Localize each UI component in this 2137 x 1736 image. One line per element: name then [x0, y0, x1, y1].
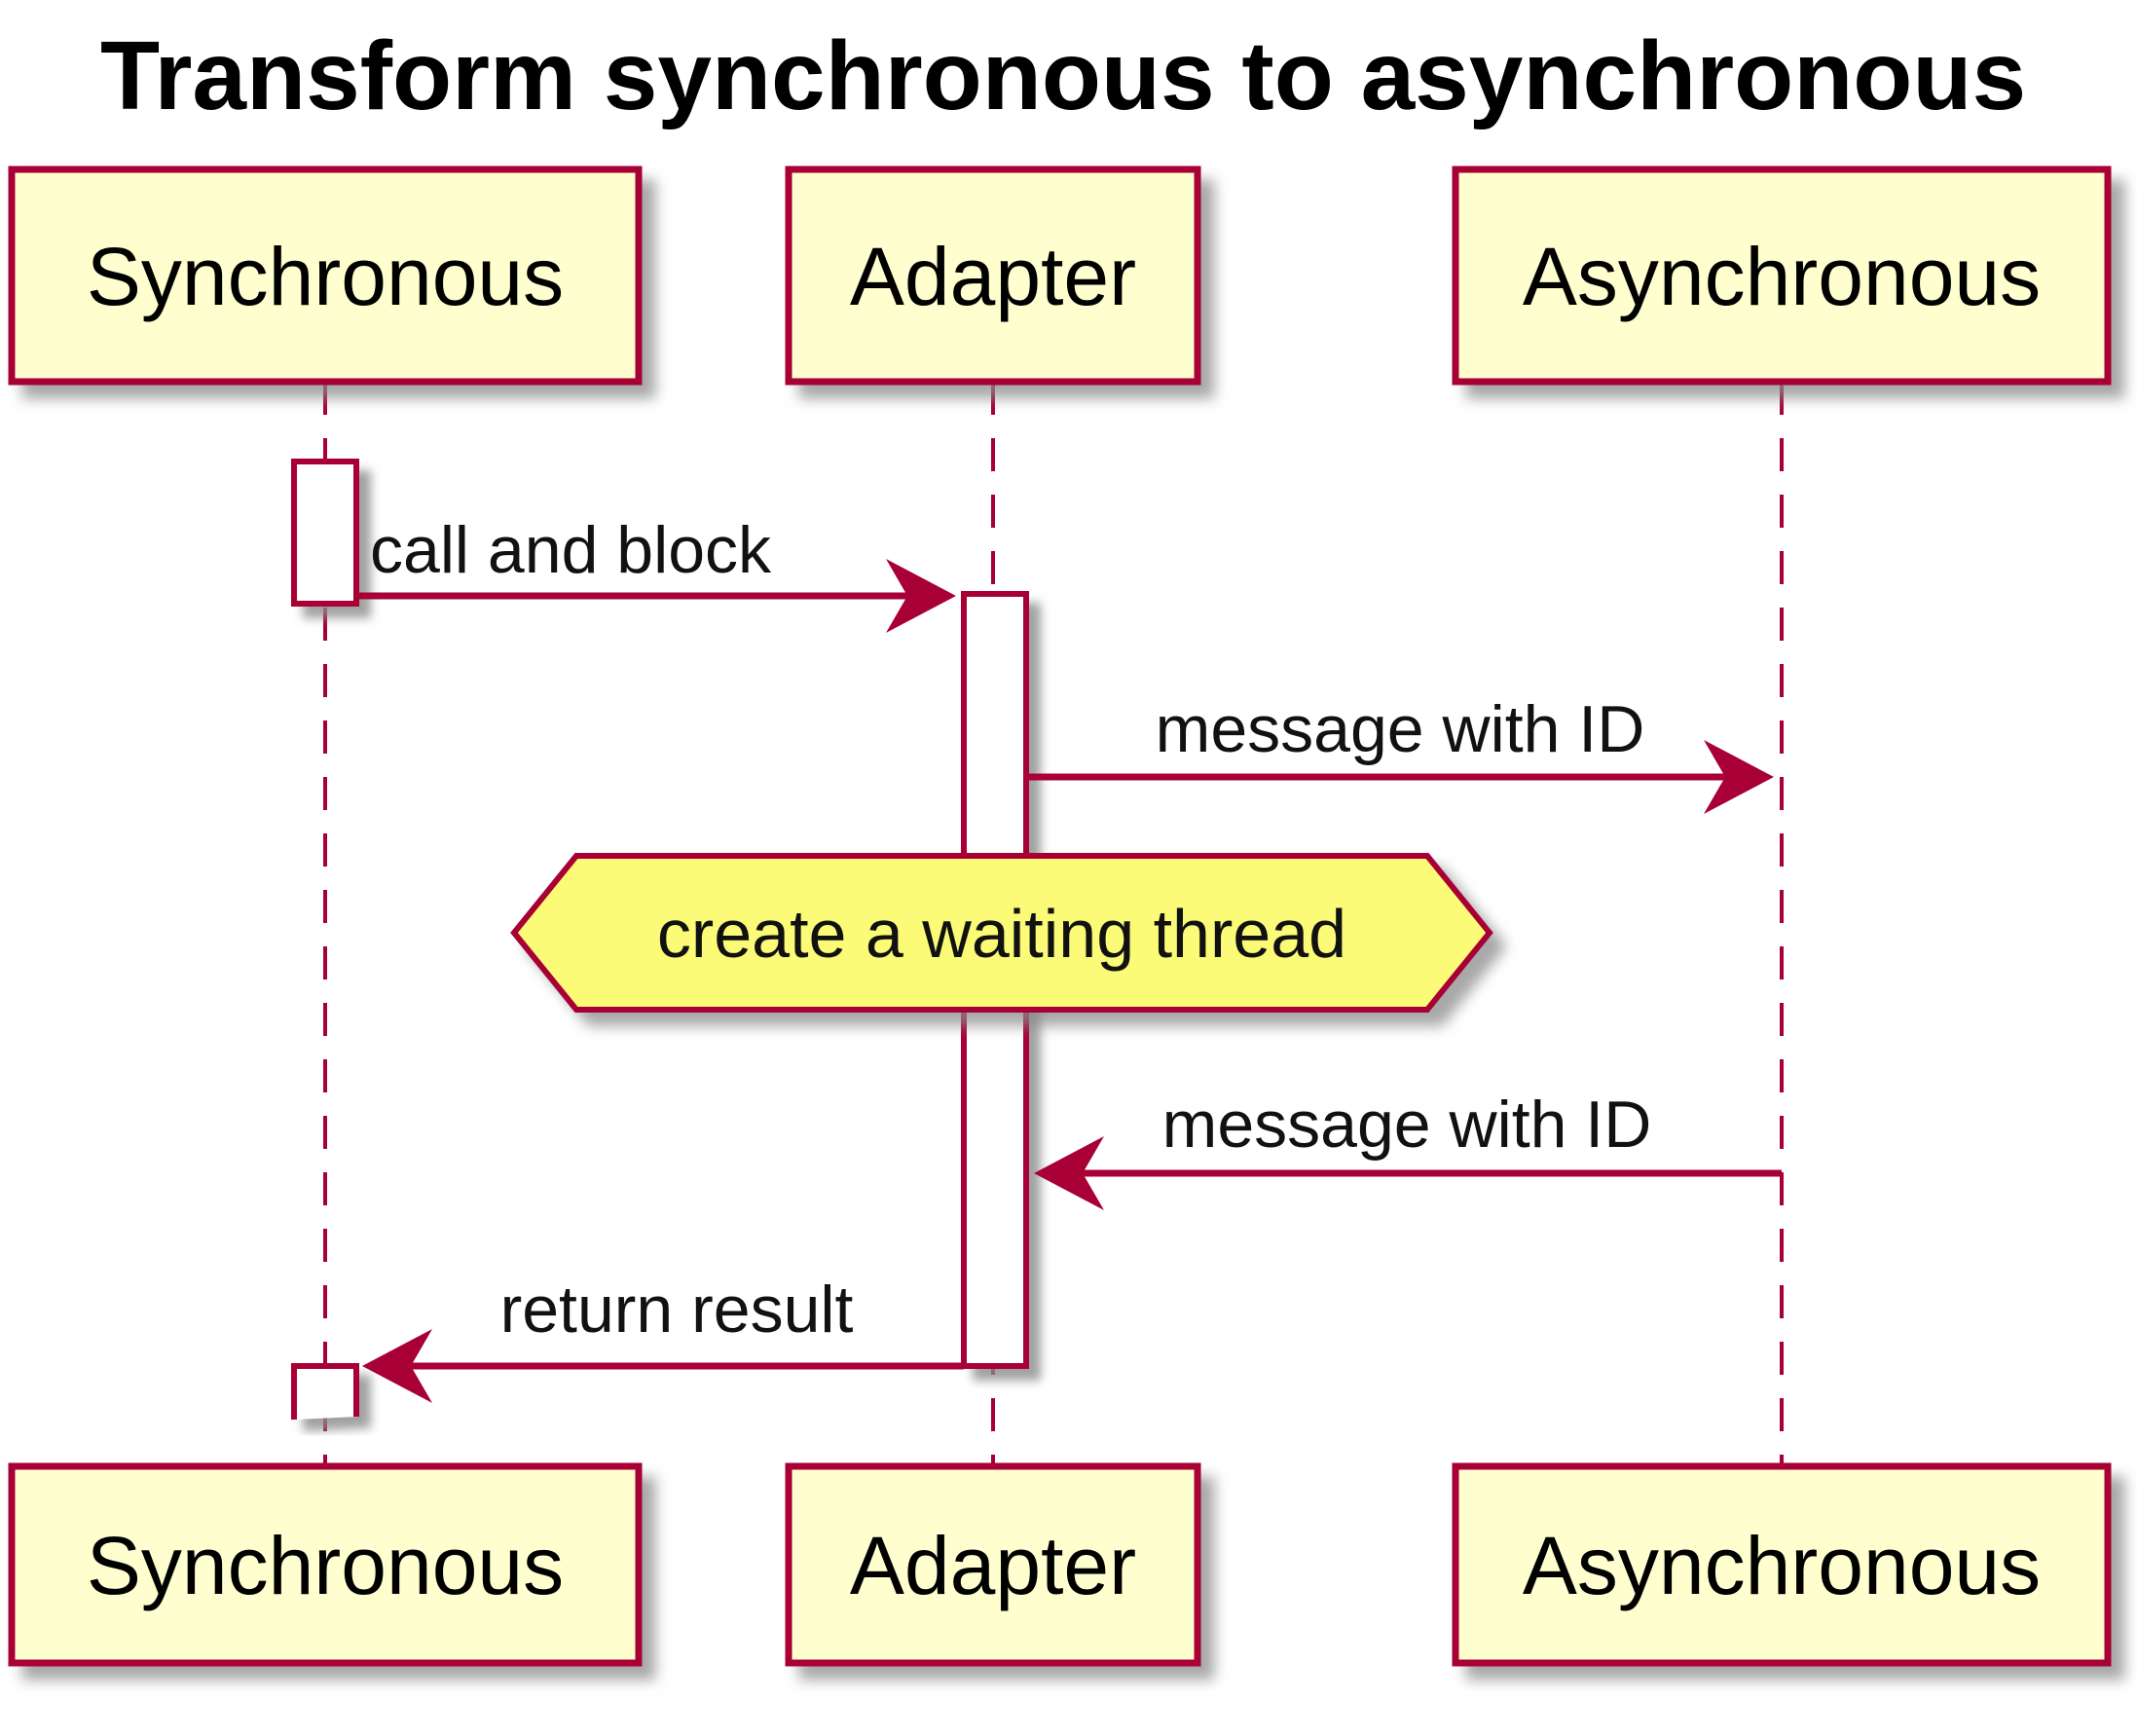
participant-label-asynchronous-top: Asynchronous — [1523, 231, 2041, 322]
arrowhead-left-icon — [1034, 1136, 1104, 1210]
note-hexagon — [510, 853, 1493, 1013]
message-label-with-id-request: message with ID — [1156, 692, 1645, 766]
message-call-and-block: call and block — [356, 513, 956, 633]
participant-top-synchronous: Synchronous — [8, 166, 643, 386]
participant-label-synchronous-bottom: Synchronous — [87, 1520, 564, 1611]
participant-label-adapter-top: Adapter — [850, 231, 1136, 322]
participant-box-adapter-bottom — [785, 1462, 1201, 1667]
message-label-call-and-block: call and block — [370, 513, 772, 587]
diagram-title: Transform synchronous to asynchronous — [100, 21, 2026, 130]
message-with-id-response: message with ID — [1034, 1088, 1782, 1210]
participant-label-synchronous-top: Synchronous — [87, 231, 564, 322]
participant-bottom-adapter: Adapter — [785, 1462, 1201, 1667]
participant-bottom-synchronous: Synchronous — [8, 1462, 643, 1667]
participant-bottom-asynchronous: Asynchronous — [1452, 1462, 2112, 1667]
message-return-result: return result — [362, 1273, 964, 1403]
note-label: create a waiting thread — [657, 896, 1346, 972]
participant-top-asynchronous: Asynchronous — [1452, 166, 2112, 386]
participant-box-asynchronous-top — [1452, 166, 2112, 386]
participant-box-asynchronous-bottom — [1452, 1462, 2112, 1667]
participant-label-asynchronous-bottom: Asynchronous — [1523, 1520, 2041, 1611]
participant-label-adapter-bottom: Adapter — [850, 1520, 1136, 1611]
arrowhead-right-icon — [886, 559, 956, 633]
participant-box-synchronous-bottom — [8, 1462, 643, 1667]
note-create-waiting-thread: create a waiting thread — [510, 853, 1493, 1013]
activation-bar-synchronous — [291, 459, 359, 607]
arrowhead-right-icon — [1704, 740, 1774, 814]
message-with-id-request: message with ID — [1026, 692, 1774, 814]
activation-bar-synchronous-return — [291, 1363, 359, 1420]
message-label-with-id-response: message with ID — [1162, 1088, 1652, 1162]
participant-top-adapter: Adapter — [785, 166, 1201, 386]
participant-box-adapter-top — [785, 166, 1201, 386]
message-label-return-result: return result — [500, 1273, 854, 1347]
arrowhead-left-icon — [362, 1329, 432, 1403]
participant-box-synchronous-top — [8, 166, 643, 386]
